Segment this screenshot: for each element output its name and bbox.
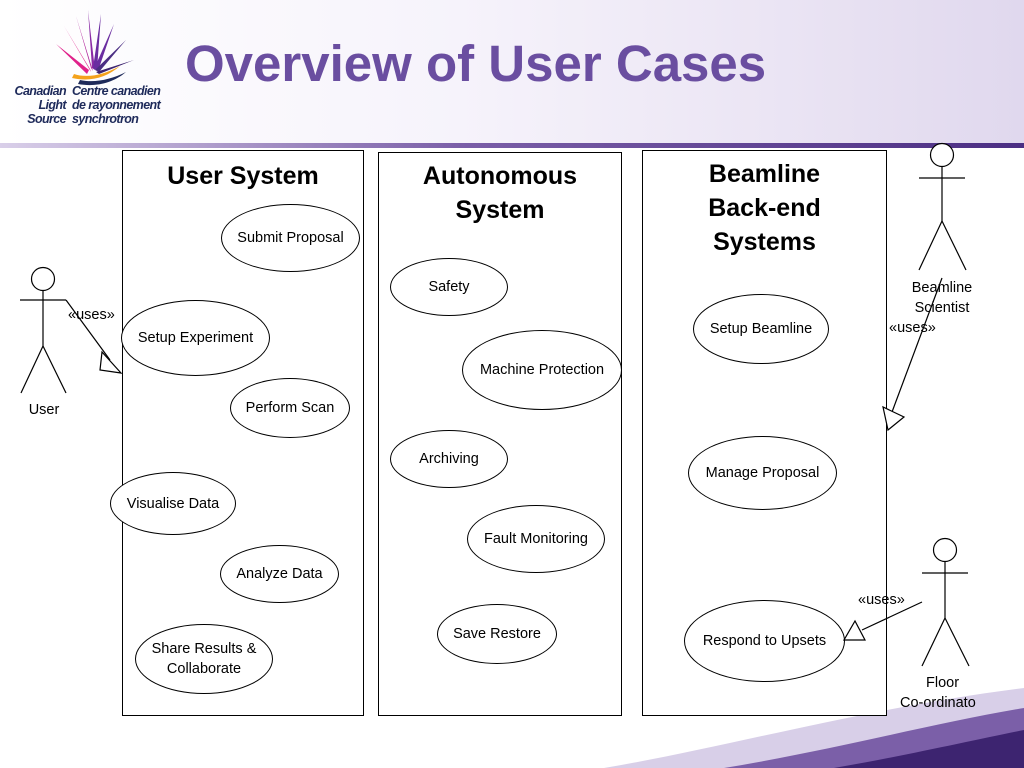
uses-label: «uses» [889,320,936,336]
usecase-label: Setup Experiment [137,330,254,346]
usecase-label: Machine Protection [479,362,605,378]
usecase-safety[interactable]: Safety [390,258,508,316]
actor-label-line: Floor [926,675,960,691]
usecase-respond-to-upsets[interactable]: Respond to Upsets [684,600,845,682]
logo-starburst-icon [56,10,134,86]
usecase-label: Manage Proposal [705,465,820,481]
actor-user-figure [20,266,67,394]
system-title-line: Autonomous [422,162,578,190]
system-title-line: User System [167,162,319,190]
system-title-line: Systems [713,228,816,256]
uses-label: «uses» [858,592,905,608]
actor-label-line: Co-ordinato [900,695,976,711]
usecase-label: Submit Proposal [237,230,344,246]
usecase-visualise-data[interactable]: Visualise Data [110,472,236,535]
actor-label-line: Scientist [914,300,970,316]
usecase-archiving[interactable]: Archiving [390,430,508,488]
cls-logo: Canadian Light Source Centre canadien de… [14,8,164,130]
usecase-label: Save Restore [453,626,541,642]
slide-title: Overview of User Cases [185,35,767,92]
header-background [0,0,1024,145]
usecase-label: Fault Monitoring [484,531,588,547]
logo-french-line: de rayonnement [72,98,161,112]
usecase-share-results[interactable]: Share Results & Collaborate [135,624,273,694]
actor-label-user: User [14,400,74,420]
usecase-analyze-data[interactable]: Analyze Data [220,545,339,603]
usecase-manage-proposal[interactable]: Manage Proposal [688,436,837,510]
logo-english-line: Source [27,112,66,126]
header-divider-band [0,143,1024,148]
usecase-label: Share Results & [151,641,257,657]
actor-label-line: Beamline [911,280,973,296]
usecase-save-restore[interactable]: Save Restore [437,604,557,664]
actor-label-line: User [28,402,60,418]
system-title: Beamline Back-end Systems [643,157,886,259]
actor-beamline-scientist-figure [918,142,967,271]
usecase-label: Collaborate [166,661,242,677]
logo-english-text: Canadian Light Source [14,84,67,126]
usecase-label: Archiving [419,451,479,467]
logo-english-line: Canadian [14,84,67,98]
system-title: User System [123,159,363,193]
usecase-submit-proposal[interactable]: Submit Proposal [221,204,360,272]
system-title-line: Beamline [708,160,821,188]
usecase-label: Visualise Data [126,495,220,512]
usecase-setup-experiment[interactable]: Setup Experiment [121,300,270,376]
logo-english-line: Light [38,98,66,112]
actor-label-floor-coordinator: Floor Co-ordinato [900,673,990,713]
usecase-label: Analyze Data [236,566,323,582]
usecase-label: Setup Beamline [709,321,813,337]
usecase-perform-scan[interactable]: Perform Scan [230,378,350,438]
logo-french-line: synchrotron [72,112,139,126]
logo-french-line: Centre canadien [72,84,161,98]
usecase-label: Respond to Upsets [702,633,827,649]
footer-swoosh [604,688,1024,768]
system-title-line: System [455,196,545,224]
system-title: Autonomous System [379,159,621,227]
usecase-label: Safety [428,279,470,295]
logo-french-text: Centre canadien de rayonnement synchrotr… [72,84,167,126]
usecase-setup-beamline[interactable]: Setup Beamline [693,294,829,364]
usecase-fault-monitoring[interactable]: Fault Monitoring [467,505,605,573]
actor-label-beamline-scientist: Beamline Scientist [900,278,984,318]
usecase-machine-protection[interactable]: Machine Protection [462,330,622,410]
usecase-label: Perform Scan [245,400,335,416]
system-title-line: Back-end [708,194,821,222]
uses-label: «uses» [68,307,115,323]
actor-floor-coordinator-figure [921,537,970,667]
